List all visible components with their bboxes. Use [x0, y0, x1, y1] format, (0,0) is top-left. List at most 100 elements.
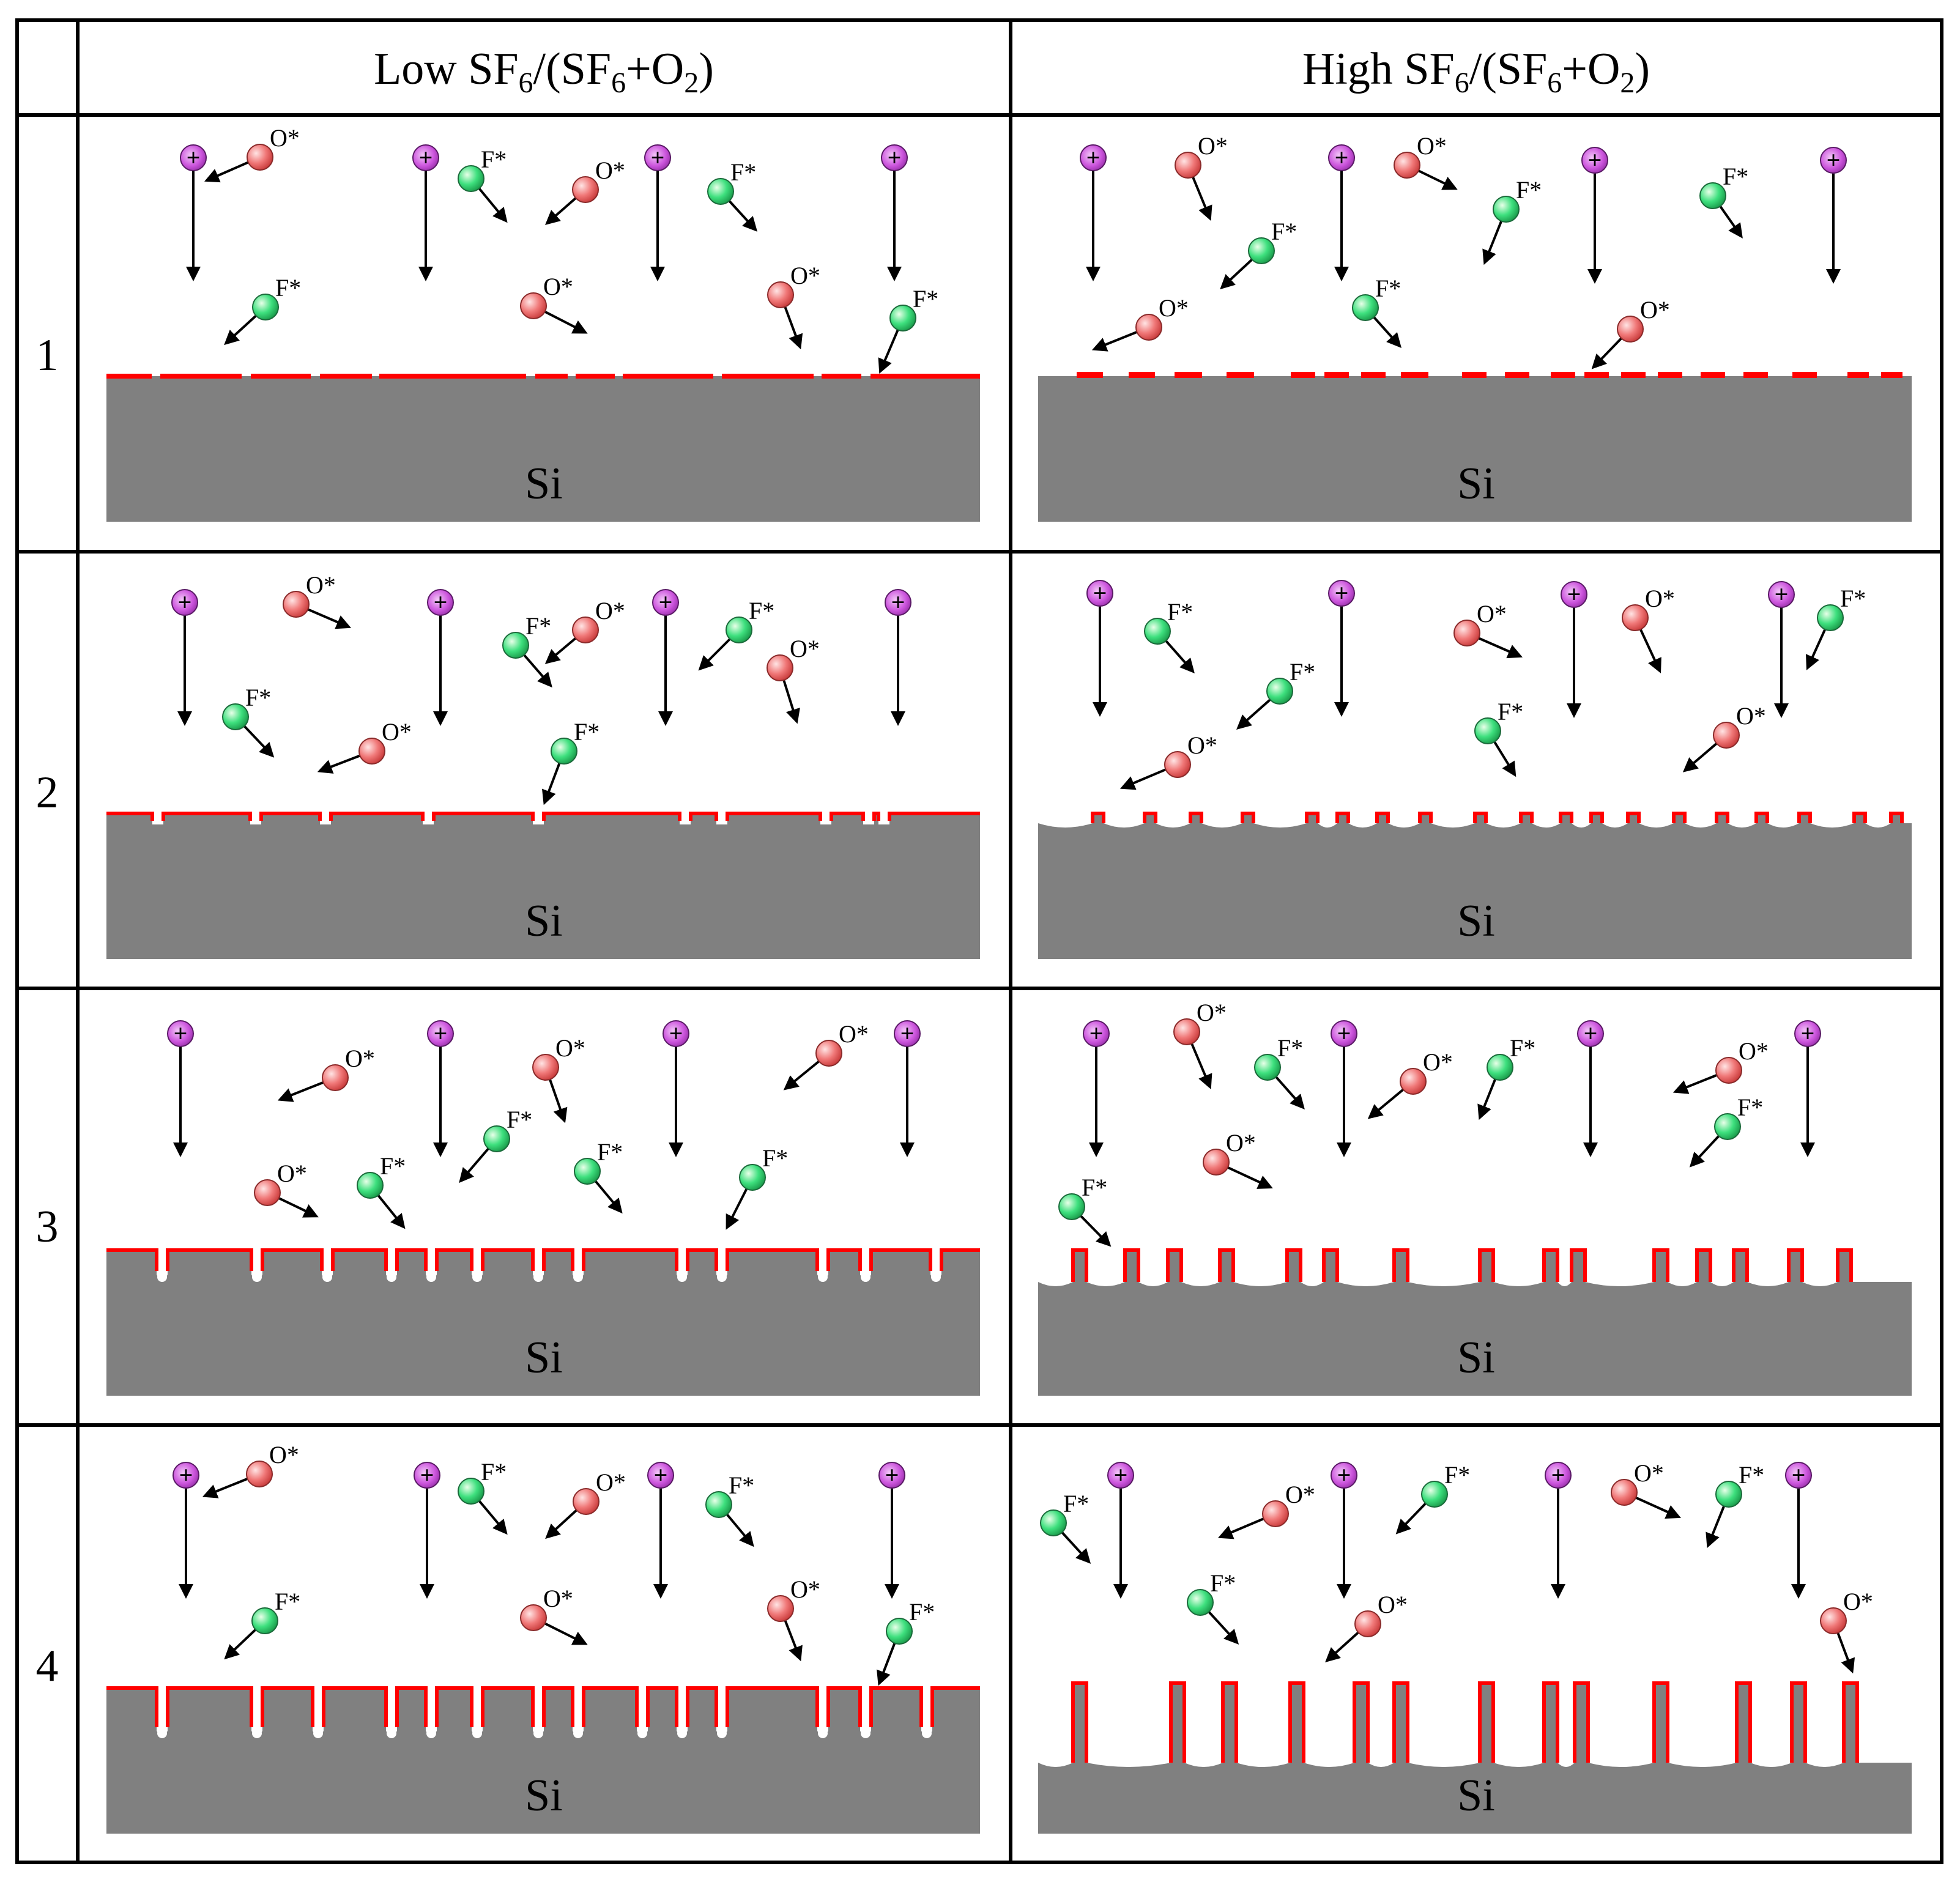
si-label-7: Si	[525, 1771, 563, 1821]
plus-sign-icon: +	[1588, 146, 1602, 174]
pillar-passivation	[1221, 1681, 1238, 1763]
plus-sign-icon: +	[419, 144, 433, 171]
fluorine-radical: F*	[698, 597, 774, 671]
ion-particle: +	[180, 144, 207, 281]
fluorine-radical: F*	[541, 718, 600, 805]
oxygen-radical: O*	[1173, 999, 1227, 1090]
oxygen-radical: O*	[1367, 1048, 1453, 1119]
etch-void	[861, 1272, 870, 1282]
fluorine-atom-icon	[1058, 1193, 1085, 1220]
pillar-passivation	[1473, 812, 1488, 823]
ion-icon	[1820, 147, 1847, 174]
fluorine-label: F*	[481, 146, 507, 173]
plus-sign-icon: +	[187, 144, 201, 171]
fluorine-atom-icon	[502, 632, 529, 659]
oxygen-atom-icon	[767, 1595, 794, 1622]
row-label-4: 4	[36, 1641, 59, 1691]
oxygen-label: O*	[1417, 132, 1447, 160]
oxygen-radical: O*	[520, 273, 588, 334]
pillar-passivation	[1626, 812, 1641, 823]
oxygen-atom-icon	[322, 1064, 349, 1091]
ion-icon	[1331, 1020, 1357, 1047]
etch-void	[322, 1272, 332, 1282]
fluorine-radical: F*	[1254, 1034, 1305, 1109]
fluorine-label: F*	[1516, 176, 1542, 204]
ion-particle: +	[1328, 144, 1355, 281]
fluorine-label: F*	[1723, 163, 1748, 190]
fluorine-radical: F*	[574, 1138, 623, 1214]
ion-particle: +	[1794, 1020, 1821, 1157]
pillar-passivation	[1353, 1681, 1370, 1763]
ion-particle: +	[1331, 1461, 1357, 1599]
oxygen-radical: O*	[783, 1020, 869, 1091]
oxygen-atom-icon	[247, 144, 273, 171]
plus-sign-icon: +	[1086, 144, 1101, 171]
oxygen-radical: O*	[1820, 1588, 1873, 1674]
oxygen-radical: O*	[767, 635, 820, 724]
particles-row-4-right: ++++F*O*F*O*F*F*O*O*	[1040, 1459, 1873, 1674]
plus-sign-icon: +	[1775, 580, 1789, 608]
etch-void	[931, 1272, 941, 1282]
ion-icon	[1080, 144, 1107, 171]
fluorine-radical: F*	[458, 1458, 508, 1535]
pillar-passivation	[1285, 1248, 1302, 1282]
fluorine-atom-icon	[357, 1172, 384, 1199]
ion-particle: +	[1086, 579, 1113, 717]
low-ratio-surface-stage-3	[106, 1248, 980, 1396]
oxygen-label: O*	[1197, 999, 1227, 1026]
pillar-passivation	[1305, 812, 1320, 823]
pillar-passivation	[1715, 812, 1729, 823]
etch-void	[573, 1728, 583, 1738]
ion-icon	[647, 1462, 674, 1489]
particles-row-3-left: ++++O*O*O*F*O*F*F*F*	[167, 1020, 921, 1230]
fluorine-atom-icon	[551, 738, 577, 765]
fluorine-atom-icon	[707, 178, 734, 205]
ion-particle: +	[1785, 1461, 1812, 1599]
si-label-2: Si	[1457, 459, 1495, 509]
etch-void	[157, 1272, 167, 1282]
plus-sign-icon: +	[888, 144, 902, 171]
fluorine-label: F*	[1277, 1034, 1303, 1062]
ion-icon	[878, 1462, 905, 1489]
ion-particle: +	[1083, 1020, 1110, 1157]
etch-void	[922, 1728, 932, 1738]
plus-sign-icon: +	[1551, 1461, 1565, 1489]
oxygen-radical: O*	[1591, 296, 1670, 369]
oxygen-radical: O*	[204, 124, 300, 183]
etch-void	[717, 1728, 727, 1738]
etch-void	[677, 1272, 687, 1282]
silicon-substrate	[1038, 376, 1912, 522]
fluorine-radical: F*	[1699, 163, 1748, 239]
fluorine-label: F*	[597, 1138, 623, 1166]
ion-icon	[1581, 147, 1608, 174]
ion-particle: +	[644, 144, 671, 281]
fluorine-radical: F*	[357, 1152, 406, 1229]
fluorine-atom-icon	[1714, 1113, 1741, 1140]
oxygen-atom-icon	[1173, 1018, 1200, 1045]
oxygen-label: O*	[790, 262, 820, 289]
fluorine-radical: F*	[459, 1106, 532, 1183]
oxygen-label: O*	[1226, 1129, 1256, 1157]
oxygen-radical: O*	[532, 1034, 585, 1124]
si-label-5: Si	[525, 1333, 563, 1383]
etch-void	[533, 1728, 543, 1738]
silicon-substrate	[106, 813, 980, 959]
plus-sign-icon: +	[654, 1461, 668, 1489]
ion-particle: +	[171, 588, 198, 726]
fluorine-radical: F*	[878, 285, 938, 374]
fluorine-atom-icon	[1421, 1481, 1448, 1508]
fluorine-radical: F*	[1144, 598, 1195, 673]
fluorine-atom-icon	[1040, 1509, 1067, 1536]
fluorine-atom-icon	[1487, 1054, 1513, 1081]
ion-icon	[1768, 581, 1795, 608]
silicon-substrate	[1038, 1250, 1912, 1396]
pillar-passivation	[1218, 1248, 1235, 1282]
fluorine-label: F*	[1167, 598, 1193, 626]
fluorine-atom-icon	[1474, 717, 1501, 744]
oxygen-label: O*	[1198, 132, 1228, 160]
ion-icon	[1785, 1462, 1812, 1489]
pillar-passivation	[1852, 812, 1867, 823]
fluorine-label: F*	[1737, 1094, 1763, 1121]
